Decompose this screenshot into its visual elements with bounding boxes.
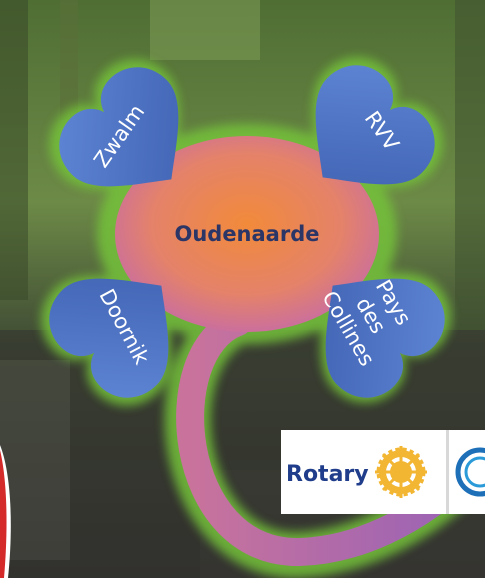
rotary-logo-banner: Rotary [281,430,485,514]
center-circle [115,136,379,332]
clover-stem [176,308,469,567]
rotaract-circle-icon [455,447,485,497]
label-oudenaarde: Oudenaarde [174,222,319,246]
rotary-wordmark: Rotary [286,462,369,487]
rotary-wheel-icon [375,446,427,498]
